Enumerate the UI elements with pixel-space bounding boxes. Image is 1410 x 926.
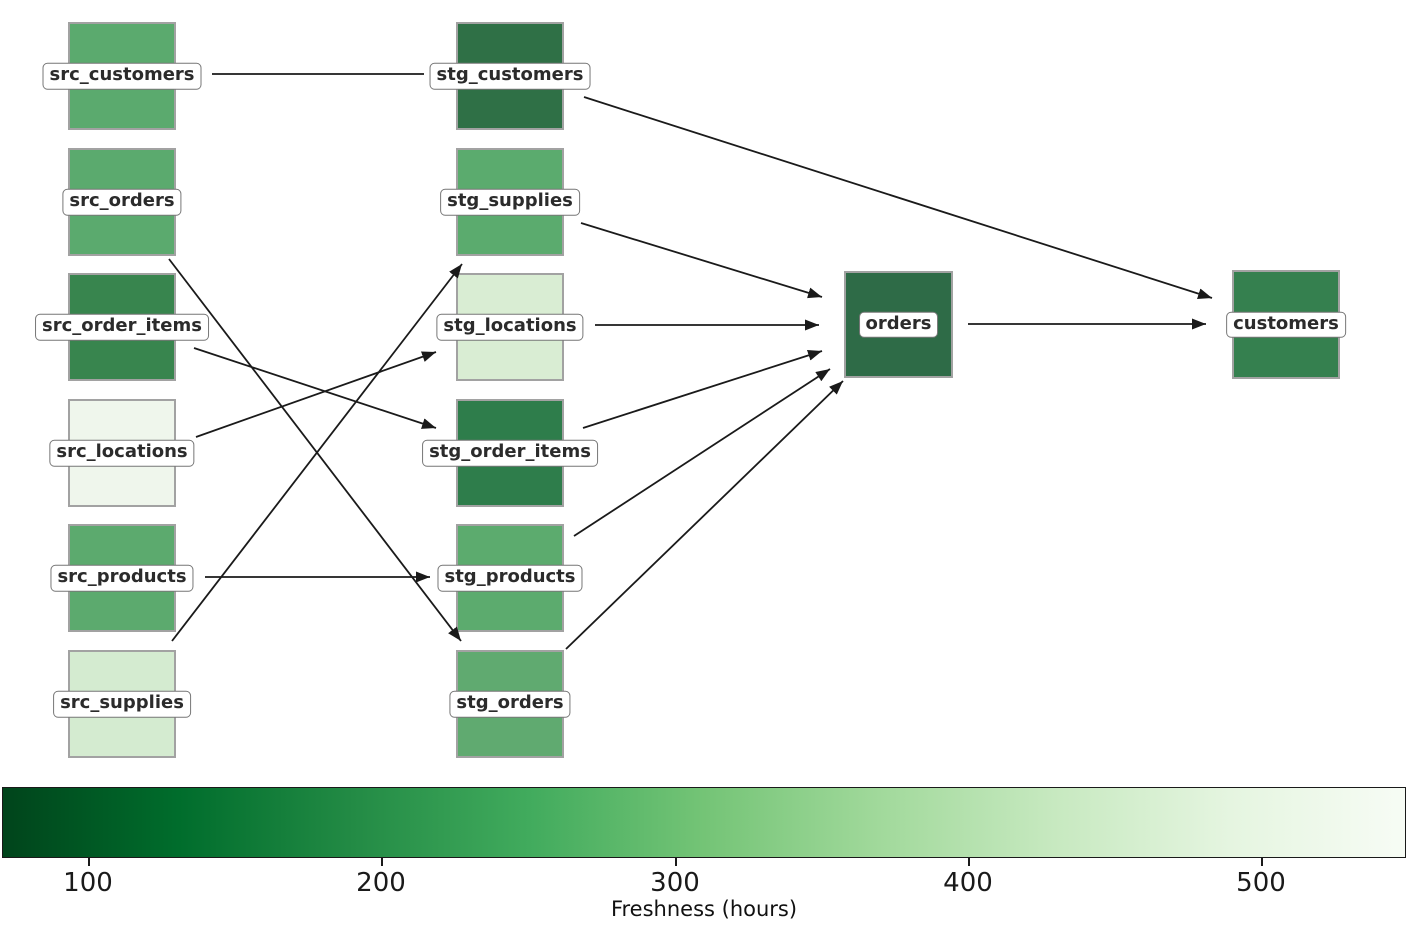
edge-stg_customers-to-customers bbox=[583, 96, 1213, 299]
edge-src_order_items-to-stg_order_items bbox=[193, 347, 437, 429]
edge-stg_products-to-orders bbox=[573, 368, 831, 537]
edge-src_orders-to-stg_orders bbox=[168, 258, 462, 642]
edge-stg_orders-to-orders bbox=[565, 380, 844, 650]
edge-src_locations-to-stg_locations bbox=[195, 351, 437, 438]
edge-src_supplies-to-stg_supplies bbox=[171, 263, 463, 642]
edge-stg_supplies-to-orders bbox=[580, 222, 823, 299]
edge-stg_order_items-to-orders bbox=[582, 350, 823, 429]
